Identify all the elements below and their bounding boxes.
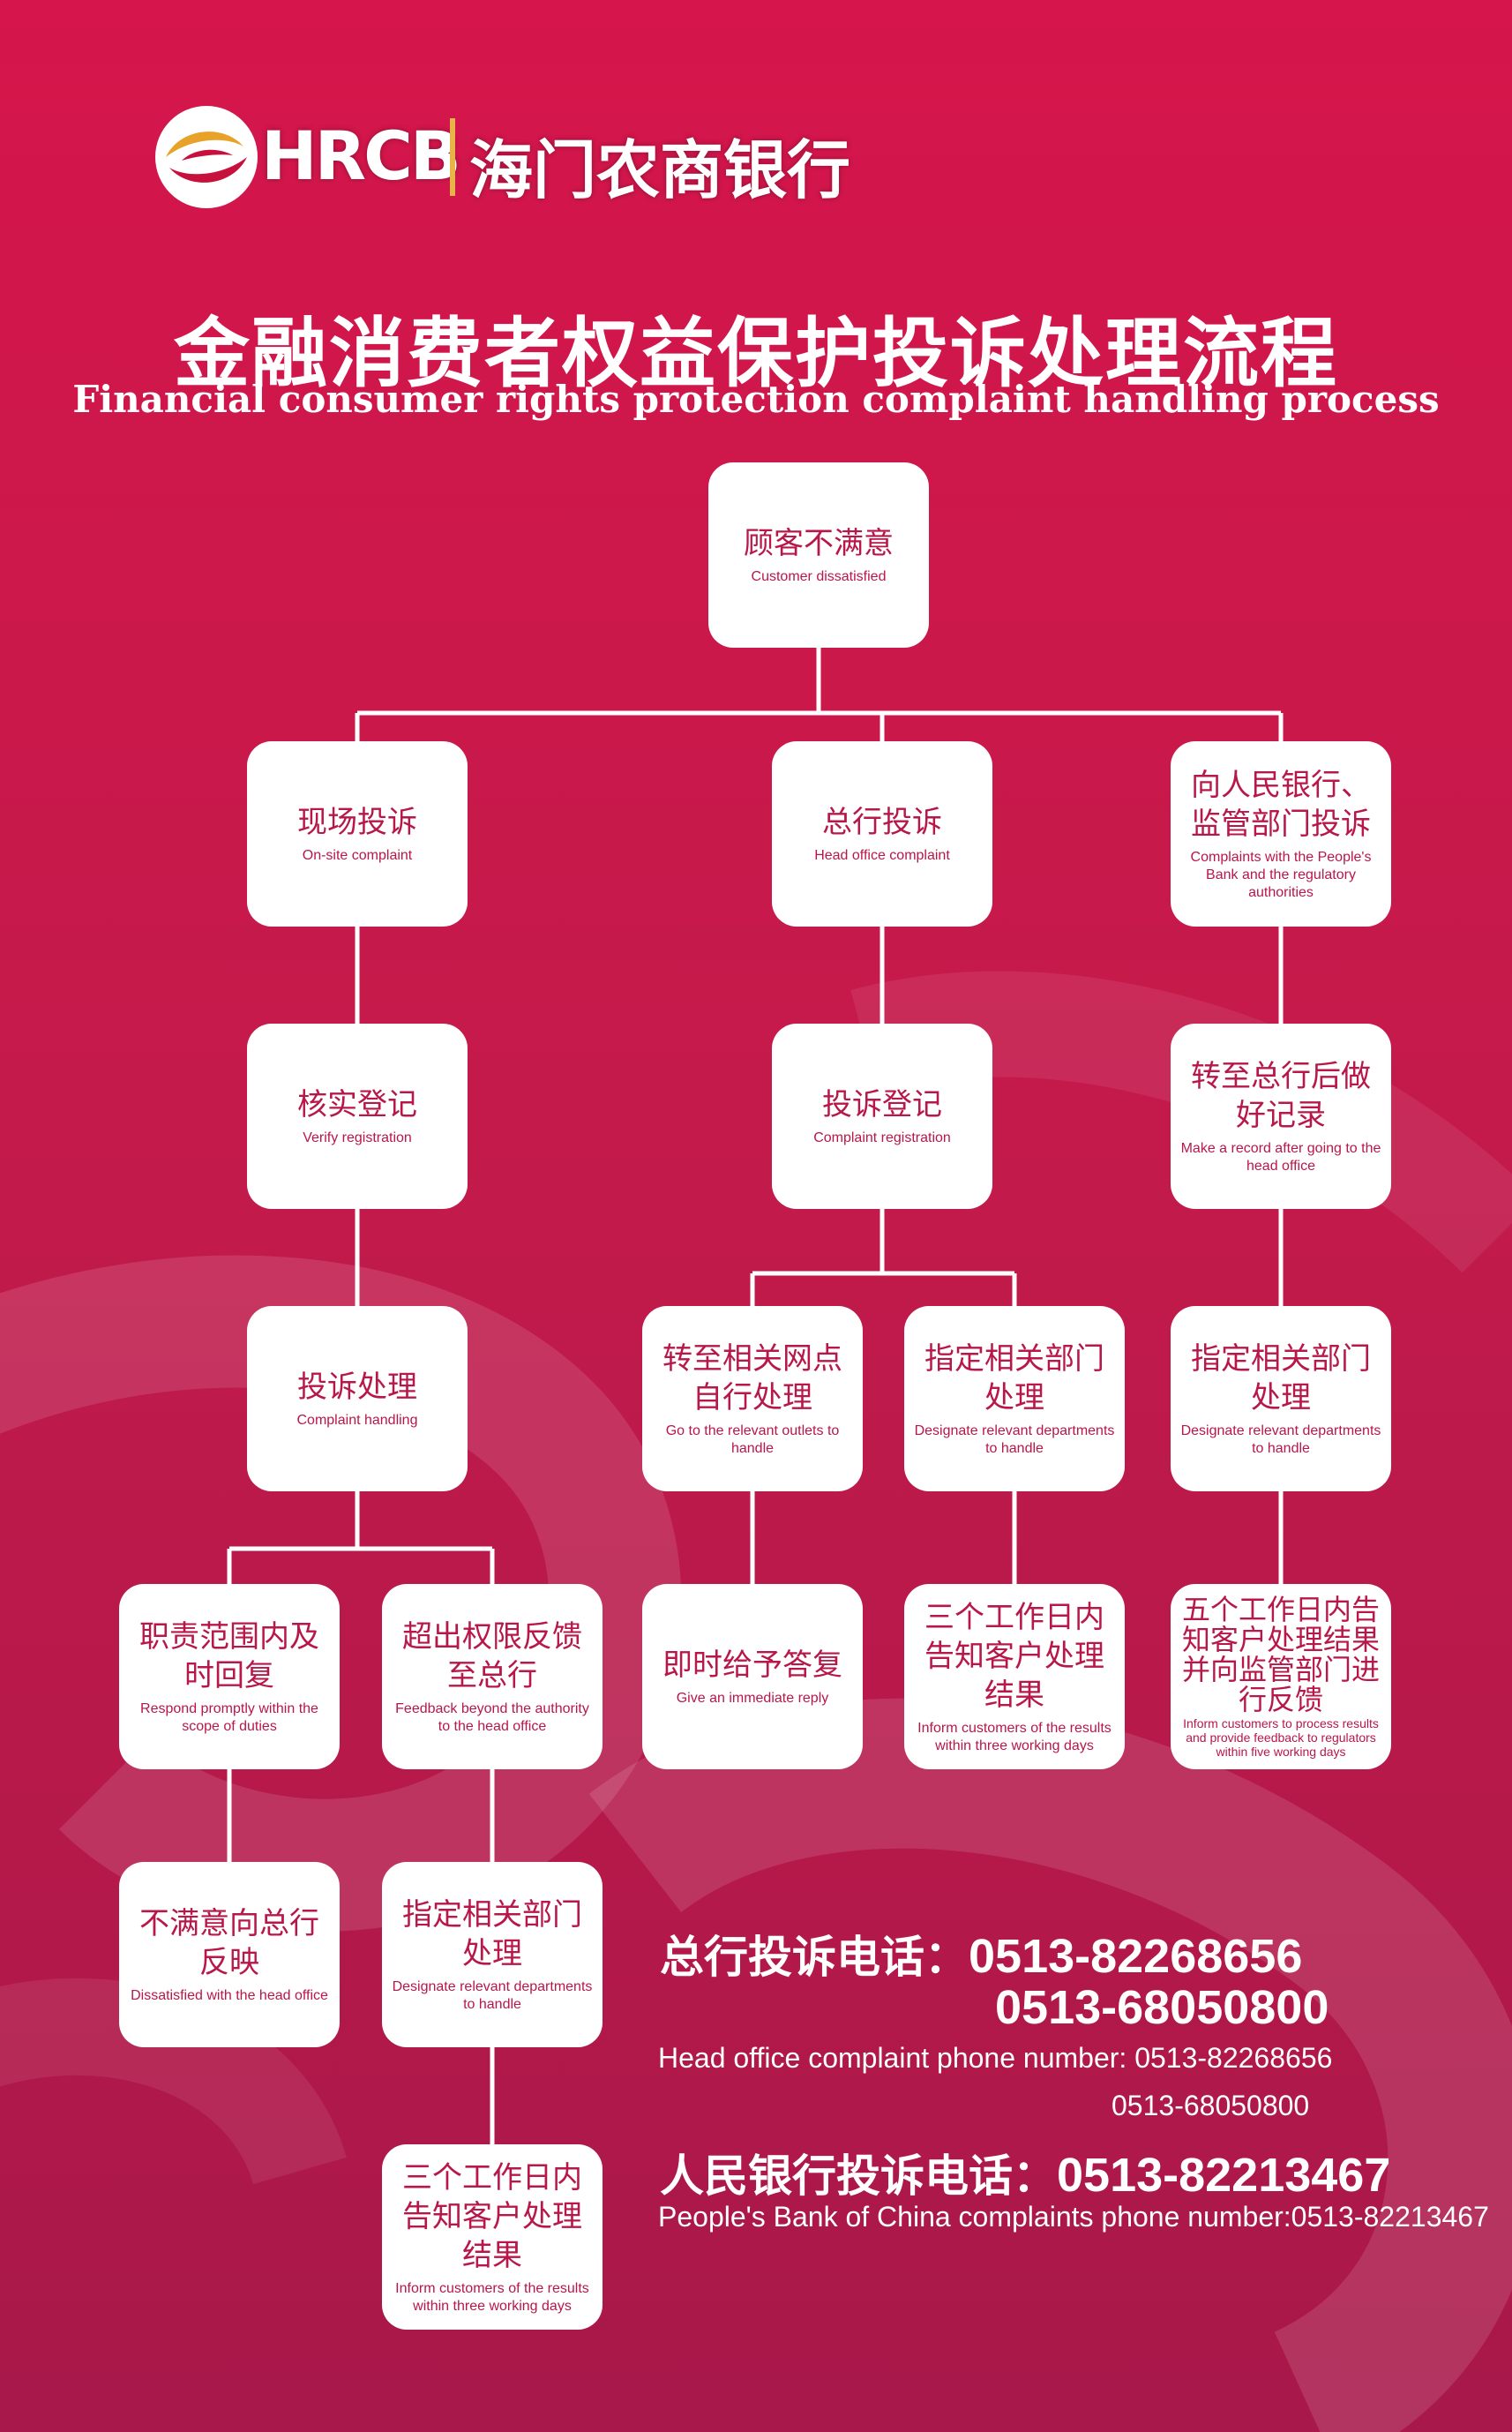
logo-divider	[450, 118, 455, 196]
node-designate-departments-mid: 指定相关部门处理 Designate relevant departments …	[904, 1306, 1125, 1491]
node-customer-dissatisfied: 顾客不满意 Customer dissatisfied	[708, 462, 929, 648]
node-cn-label: 投诉处理	[297, 1370, 417, 1405]
pboc-phone-label: 人民银行投诉电话：	[660, 2151, 1057, 2202]
node-dissatisfied-head-office: 不满意向总行反映 Dissatisfied with the head offi…	[119, 1862, 340, 2047]
node-en-label: Designate relevant departments to handle	[914, 1423, 1115, 1456]
node-designate-departments-left: 指定相关部门处理 Designate relevant departments …	[382, 1862, 603, 2047]
node-en-label: Complaint registration	[813, 1130, 951, 1145]
node-verify-registration: 核实登记 Verify registration	[247, 1024, 468, 1209]
node-three-days-mid: 三个工作日内告知客户处理结果 Inform customers of the r…	[904, 1584, 1125, 1769]
logo-latin-text: HRCB	[261, 116, 461, 195]
node-en-label: Designate relevant departments to handle	[1180, 1423, 1381, 1456]
node-complaint-handling: 投诉处理 Complaint handling	[247, 1306, 468, 1491]
node-feedback-beyond-authority: 超出权限反馈至总行 Feedback beyond the authority …	[382, 1584, 603, 1769]
node-designate-departments-right: 指定相关部门处理 Designate relevant departments …	[1171, 1306, 1391, 1491]
node-cn-label: 三个工作日内告知客户处理结果	[924, 1600, 1104, 1713]
pboc-phone: 0513-82213467	[1057, 2149, 1391, 2202]
node-cn-label: 顾客不满意	[744, 526, 894, 561]
node-en-label: Inform customers to process results and …	[1183, 1716, 1379, 1759]
node-en-label: Make a record after going to the head of…	[1180, 1141, 1381, 1174]
node-go-to-outlets: 转至相关网点自行处理 Go to the relevant outlets to…	[642, 1306, 863, 1491]
head-office-phone-label: 总行投诉电话：	[660, 1932, 969, 1983]
node-cn-label: 向人民银行、监管部门投诉	[1191, 768, 1371, 842]
node-cn-label: 三个工作日内告知客户处理结果	[402, 2160, 582, 2273]
node-complaint-registration: 投诉登记 Complaint registration	[772, 1024, 992, 1209]
node-cn-label: 不满意向总行反映	[139, 1906, 319, 1980]
node-en-label: Go to the relevant outlets to handle	[665, 1423, 840, 1456]
node-cn-label: 职责范围内及时回复	[139, 1619, 319, 1693]
node-en-label: Complaint handling	[296, 1413, 418, 1428]
node-en-label: Respond promptly within the scope of dut…	[140, 1701, 318, 1734]
node-en-label: Verify registration	[303, 1130, 412, 1145]
node-en-label: Customer dissatisfied	[751, 569, 887, 584]
node-en-label: Give an immediate reply	[676, 1691, 829, 1706]
node-en-label: On-site complaint	[302, 848, 413, 863]
node-immediate-reply: 即时给予答复 Give an immediate reply	[642, 1584, 863, 1769]
node-cn-label: 总行投诉	[822, 805, 942, 840]
node-en-label: Head office complaint	[814, 848, 950, 863]
node-cn-label: 指定相关部门处理	[1191, 1341, 1371, 1415]
head-office-phone-block: 总行投诉电话：0513-82268656	[660, 1922, 1302, 1985]
node-en-label: Feedback beyond the authority to the hea…	[395, 1701, 589, 1734]
logo-chinese-text: 海门农商银行	[469, 133, 851, 207]
bank-logo: HRCB 海门农商银行	[155, 106, 861, 208]
node-cn-label: 现场投诉	[297, 805, 417, 840]
node-cn-label: 超出权限反馈至总行	[402, 1619, 582, 1693]
node-cn-label: 即时给予答复	[662, 1648, 842, 1683]
head-office-phone-2: 0513-68050800	[995, 1981, 1329, 2034]
node-cn-label: 核实登记	[297, 1087, 417, 1122]
node-cn-label: 指定相关部门处理	[402, 1897, 582, 1971]
node-five-days: 五个工作日内告知客户处理结果并向监管部门进行反馈 Inform customer…	[1171, 1584, 1391, 1769]
node-en-label: Inform customers of the results within t…	[395, 2281, 589, 2314]
pboc-phone-en: People's Bank of China complaints phone …	[658, 2201, 1489, 2233]
node-onsite-complaint: 现场投诉 On-site complaint	[247, 741, 468, 927]
pboc-phone-block: 人民银行投诉电话：0513-82213467	[660, 2141, 1390, 2204]
head-office-phone-en-1: Head office complaint phone number: 0513…	[658, 2042, 1333, 2074]
page-subtitle: Financial consumer rights protection com…	[72, 378, 1440, 421]
head-office-phone-en-2: 0513-68050800	[1112, 2090, 1310, 2121]
node-make-record: 转至总行后做好记录 Make a record after going to t…	[1171, 1024, 1391, 1209]
node-en-label: Designate relevant departments to handle	[392, 1979, 593, 2012]
node-en-label: Inform customers of the results within t…	[917, 1721, 1112, 1753]
node-cn-label: 指定相关部门处理	[924, 1341, 1104, 1415]
node-en-label: Complaints with the People's Bank and th…	[1190, 850, 1372, 900]
head-office-phone-1: 0513-82268656	[969, 1930, 1303, 1983]
node-head-office-complaint: 总行投诉 Head office complaint	[772, 741, 992, 927]
node-cn-label: 投诉登记	[822, 1087, 942, 1122]
node-cn-label: 五个工作日内告知客户处理结果并向监管部门进行反馈	[1181, 1593, 1380, 1716]
node-cn-label: 转至相关网点自行处理	[662, 1341, 842, 1415]
node-three-days-left: 三个工作日内告知客户处理结果 Inform customers of the r…	[382, 2144, 603, 2330]
node-cn-label: 转至总行后做好记录	[1191, 1059, 1371, 1133]
page-title: 金融消费者权益保护投诉处理流程	[174, 309, 1338, 398]
node-respond-promptly: 职责范围内及时回复 Respond promptly within the sc…	[119, 1584, 340, 1769]
node-pboc-complaint: 向人民银行、监管部门投诉 Complaints with the People'…	[1171, 741, 1391, 927]
node-en-label: Dissatisfied with the head office	[131, 1988, 328, 2003]
logo-emblem-icon	[155, 106, 258, 208]
